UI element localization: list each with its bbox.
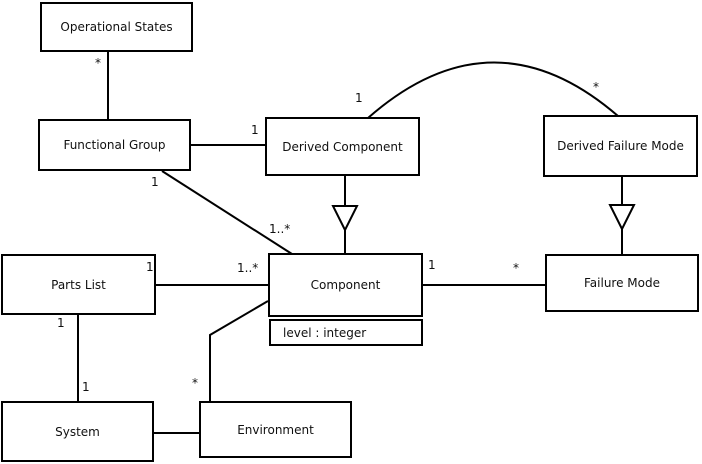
class-name-label: Derived Component (282, 139, 403, 154)
multiplicity-component-many-end: 1..* (269, 222, 291, 236)
edge-functional-group-component (161, 170, 293, 255)
class-derived-component[interactable]: Derived Component (265, 117, 420, 176)
class-parts-list[interactable]: Parts List (1, 254, 156, 315)
multiplicity-component-end: 1 (428, 258, 436, 272)
multiplicity-failure-mode-end: * (513, 261, 519, 275)
class-name-label: Functional Group (63, 138, 166, 152)
class-name-label: Environment (237, 422, 314, 437)
multiplicity-arc-derived-component-end: 1 (355, 91, 363, 105)
edge-environment-component (209, 300, 269, 401)
class-component-attribute-compartment[interactable]: level : integer (269, 319, 423, 346)
class-name-label: Derived Failure Mode (557, 139, 684, 153)
class-environment[interactable]: Environment (199, 401, 352, 458)
multiplicity-derived-component-end: 1 (251, 123, 259, 137)
multiplicity-environment-end: * (192, 376, 198, 390)
multiplicity-parts-list-system-bottom: 1 (82, 380, 90, 394)
class-name-label: System (55, 424, 100, 439)
class-derived-failure-mode[interactable]: Derived Failure Mode (543, 115, 698, 177)
multiplicity-parts-list-component-end: 1..* (237, 261, 259, 275)
multiplicity-parts-list-system-top: 1 (57, 316, 65, 330)
class-functional-group[interactable]: Functional Group (38, 119, 191, 171)
attribute-label: level : integer (283, 325, 367, 340)
class-operational-states[interactable]: Operational States (40, 2, 193, 52)
edge-derived-component-derived-failure-mode-arc (367, 61, 619, 119)
class-failure-mode[interactable]: Failure Mode (545, 254, 699, 312)
class-name-label: Failure Mode (584, 276, 660, 290)
multiplicity-functional-group-end: 1 (151, 175, 159, 189)
multiplicity-arc-derived-failure-mode-end: * (593, 80, 599, 94)
multiplicity-parts-list-end: 1 (146, 260, 154, 274)
generalization-triangle-component-icon (331, 205, 359, 233)
class-component[interactable]: Component (268, 253, 423, 317)
generalization-triangle-failure-mode-icon (608, 204, 636, 232)
class-system[interactable]: System (1, 401, 154, 462)
class-name-label: Component (310, 278, 381, 292)
class-name-label: Parts List (51, 277, 106, 292)
multiplicity-operational-states-end: * (95, 56, 101, 70)
class-name-label: Operational States (60, 20, 173, 34)
